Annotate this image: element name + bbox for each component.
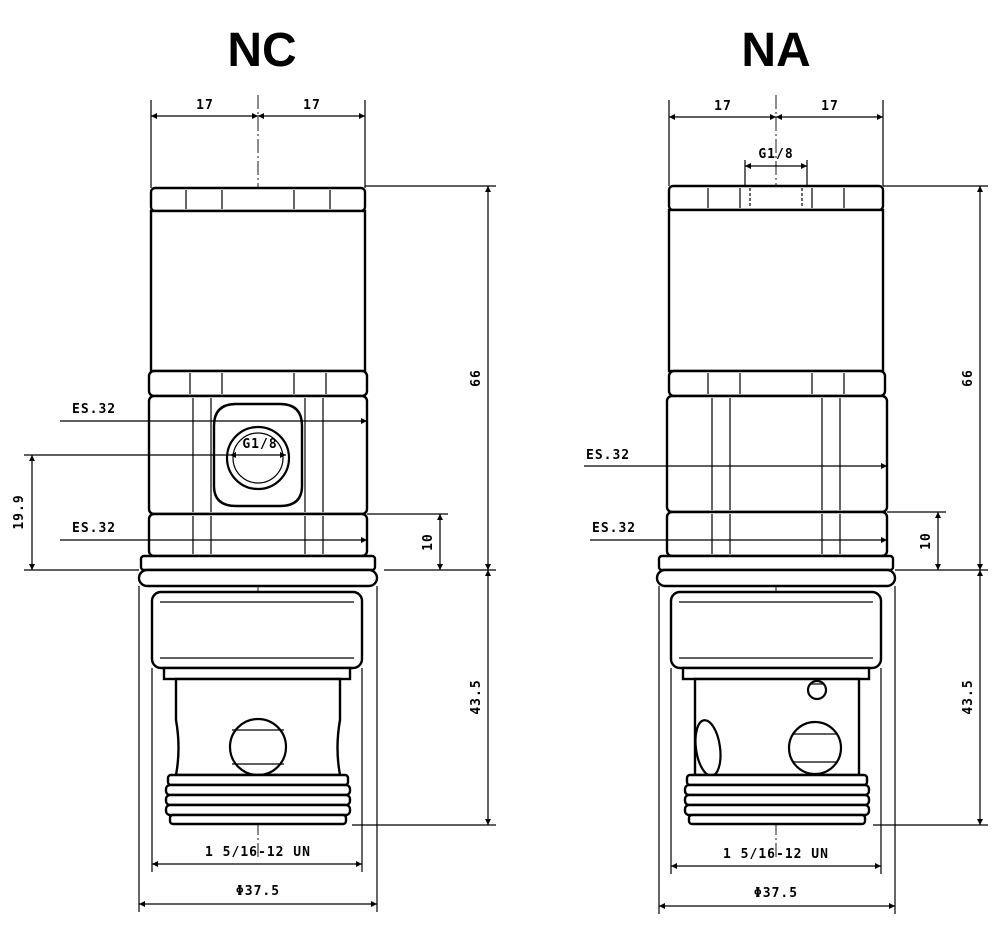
na-hex-block	[665, 394, 889, 514]
na-middle-nut	[667, 369, 887, 398]
nc-oring	[137, 568, 379, 588]
na-bottom-grooves	[683, 773, 871, 826]
na-dim-offset-small: 10	[919, 532, 934, 550]
nc-dim-port-offset: 19.9	[12, 454, 230, 571]
nc-cage	[174, 677, 342, 777]
na-dim-diameter: Φ37.5	[754, 886, 798, 901]
nc-dim-hex-left: 17	[196, 98, 214, 113]
na-dim-height-top: 66	[961, 369, 976, 387]
na-neck	[681, 666, 871, 681]
nc-port-inner	[232, 432, 284, 484]
na-coil-body	[667, 208, 885, 373]
nc-dim-offset-small: 10	[421, 533, 436, 551]
nc-dim-offset-port: 19.9	[12, 494, 27, 529]
nc-lower-nut	[147, 512, 369, 558]
nc-middle-nut	[147, 369, 369, 398]
view-nc-title: NC	[227, 24, 296, 77]
nc-flange	[139, 554, 377, 572]
nc-dim-thread: 1 5/16-12 UN	[205, 845, 311, 860]
na-lower-nut	[665, 510, 889, 558]
na-dim-hex-right: 17	[821, 99, 839, 114]
nc-coil-body	[149, 209, 367, 373]
na-dim-es-lower: ES.32	[592, 521, 636, 536]
na-dim-es-upper: ES.32	[586, 448, 630, 463]
nc-dim-height-bottom: 43.5	[469, 679, 484, 714]
view-na-title: NA	[741, 24, 810, 77]
nc-dim-bottom: 1 5/16-12 UN Φ37.5	[138, 586, 378, 912]
na-top-nut	[667, 184, 885, 212]
na-dim-thread: 1 5/16-12 UN	[723, 847, 829, 862]
nc-bottom-grooves	[164, 773, 352, 826]
nc-dim-hex-width: 17 17	[150, 98, 366, 188]
nc-top-nut	[149, 186, 367, 213]
na-dim-bottom: 1 5/16-12 UN Φ37.5	[658, 586, 896, 914]
na-cage-small-port	[806, 679, 828, 701]
nc-dim-es-upper: ES.32	[72, 402, 116, 417]
na-oring	[655, 568, 897, 588]
na-dim-hex-width: 17 17	[668, 99, 884, 186]
nc-dim-port: G1/8	[242, 437, 277, 452]
na-thread-upper	[669, 590, 883, 670]
nc-dim-es-lower: ES.32	[72, 521, 116, 536]
na-dim-height-bottom: 43.5	[961, 679, 976, 714]
nc-dim-height-top: 66	[469, 369, 484, 387]
nc-dim-hex-right: 17	[303, 98, 321, 113]
nc-dim-diameter: Φ37.5	[236, 884, 280, 899]
view-na: NA 17 17 G1/8	[584, 24, 988, 914]
na-cage	[693, 677, 861, 777]
na-dim-port: G1/8	[758, 147, 793, 162]
na-flange	[657, 554, 895, 572]
na-dim-hex-left: 17	[714, 99, 732, 114]
nc-dim-heights: 66 43.5 10	[352, 185, 496, 826]
view-nc: NC 17 17	[12, 24, 496, 912]
na-dim-heights: 66 43.5 10	[873, 185, 988, 826]
nc-thread-upper	[150, 590, 364, 670]
nc-port-outer	[225, 425, 291, 491]
nc-neck	[162, 666, 352, 681]
